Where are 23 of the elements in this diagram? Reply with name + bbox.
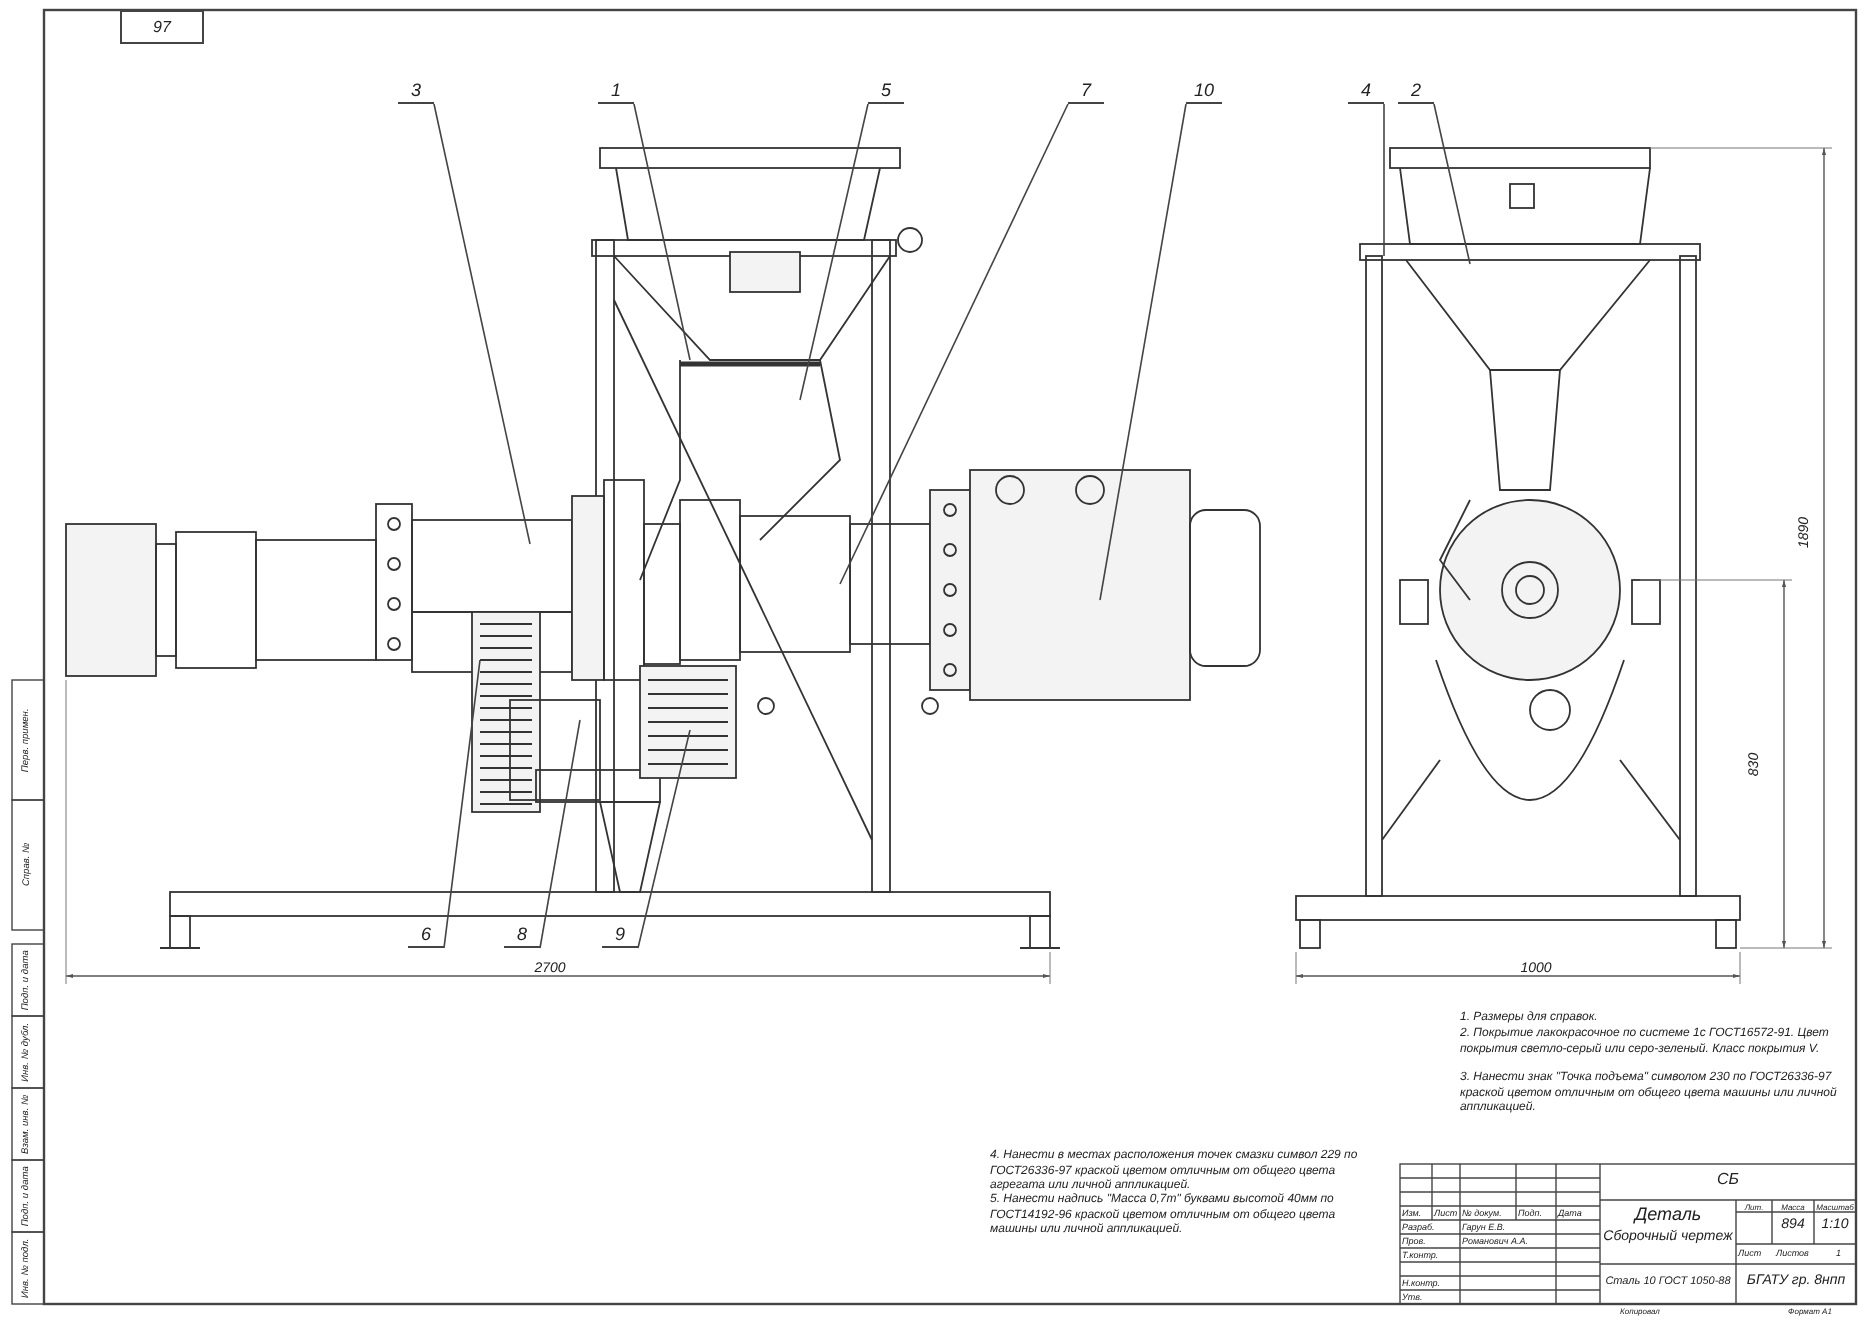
callout-number: 1 xyxy=(598,80,634,104)
leader-line xyxy=(1383,103,1385,257)
leader-line xyxy=(1433,103,1471,265)
leader-line xyxy=(539,719,581,949)
leader-line xyxy=(839,103,1069,585)
callout-number: 8 xyxy=(504,924,540,948)
callout-number: 5 xyxy=(868,80,904,104)
callout-number: 3 xyxy=(398,80,434,104)
leader-line xyxy=(1099,103,1187,601)
leader-line xyxy=(633,103,691,361)
leader-line xyxy=(443,659,481,949)
leader-line xyxy=(433,103,531,545)
callout-number: 4 xyxy=(1348,80,1384,104)
callout-number: 10 xyxy=(1186,80,1222,104)
callout-number: 9 xyxy=(602,924,638,948)
callout-number: 2 xyxy=(1398,80,1434,104)
callout-number: 6 xyxy=(408,924,444,948)
callout-number: 7 xyxy=(1068,80,1104,104)
title-block-text: Деталь xyxy=(1631,1204,1704,1225)
drawing-number: 97 xyxy=(120,10,204,44)
leader-line xyxy=(637,729,691,949)
leader-line xyxy=(799,103,869,401)
title-block-text: СБ xyxy=(1715,1170,1741,1189)
